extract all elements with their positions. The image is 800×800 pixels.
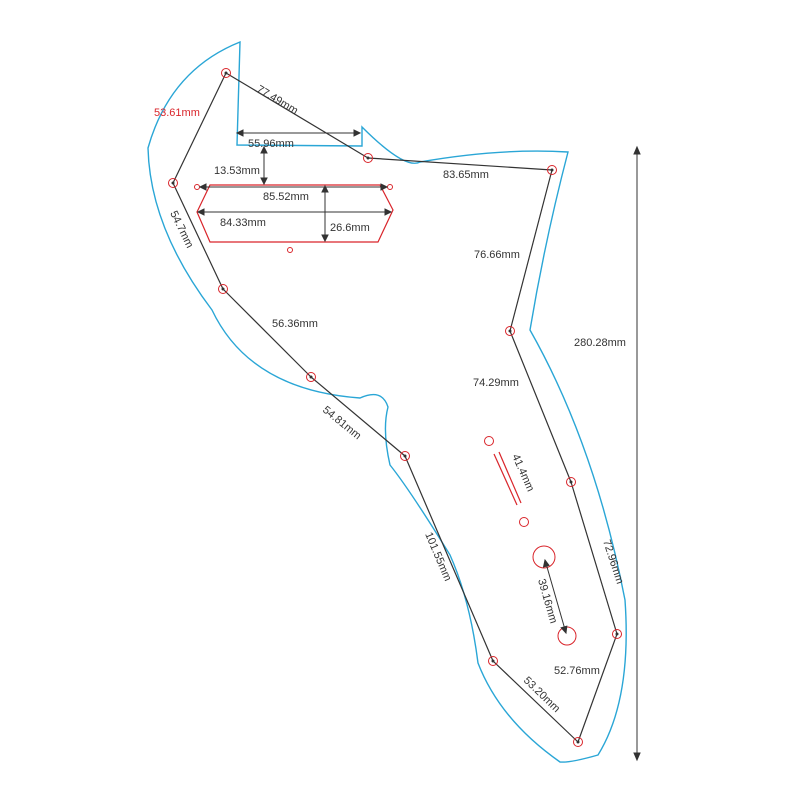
pickup-mount-hole (194, 184, 200, 190)
switch-slot (493, 451, 522, 506)
label-bottom-left: 53.20mm (521, 675, 562, 715)
arrowhead (380, 183, 389, 191)
switch-slot-edge (498, 451, 522, 504)
screw-hole (566, 477, 576, 487)
edge-line (222, 288, 312, 378)
label-right-mid: 74.29mm (473, 377, 519, 389)
edge-line (172, 72, 227, 184)
label-top-left-edge: 53.61mm (154, 107, 200, 119)
screw-hole (221, 68, 231, 78)
screw-hole (573, 737, 583, 747)
edge-line (172, 182, 224, 290)
arrowhead (542, 558, 550, 568)
switch-hole (484, 436, 494, 446)
switch-slot-edge (493, 453, 518, 506)
arrowhead (198, 183, 207, 191)
screw-hole (168, 178, 178, 188)
arrowhead (560, 625, 568, 635)
label-jack-spacing: 39.16mm (535, 578, 559, 625)
arrowhead (633, 145, 641, 155)
edge-line (509, 330, 572, 483)
edge-line (577, 633, 618, 743)
screw-hole (612, 629, 622, 639)
label-switch-slot: 41.4mm (509, 452, 536, 493)
label-bottom-right: 52.76mm (554, 665, 600, 677)
hole-marker (171, 181, 175, 185)
screw-hole (547, 165, 557, 175)
jack-spacing-arrow (544, 559, 567, 634)
arrowhead (321, 234, 329, 243)
measurement-labels: 53.61mm 77.49mm 55.96mm 13.53mm 85.52mm … (154, 83, 626, 715)
hole-marker (221, 287, 225, 291)
hole-marker (508, 329, 512, 333)
label-right-upper: 76.66mm (474, 249, 520, 261)
hole-marker (491, 659, 495, 663)
label-neck-width: 55.96mm (248, 138, 294, 150)
hole-marker (366, 156, 370, 160)
label-pickup-width: 84.33mm (220, 217, 266, 229)
arrowhead (321, 184, 329, 193)
pickguard-outline (147, 40, 627, 763)
label-top-edge: 77.49mm (254, 83, 299, 117)
screw-hole (306, 372, 316, 382)
label-pickup-top: 85.52mm (263, 191, 309, 203)
label-right-lower: 72.96mm (600, 538, 626, 585)
hole-marker (403, 454, 407, 458)
hole-marker (550, 168, 554, 172)
pickup-mount-hole (287, 247, 293, 253)
control-hole (557, 626, 577, 646)
edge-line (367, 157, 553, 171)
arrowhead (633, 752, 641, 762)
edge-line (310, 376, 406, 457)
screw-hole (400, 451, 410, 461)
arrowhead (196, 208, 205, 216)
screw-holes (168, 68, 622, 747)
edge-line (404, 455, 494, 662)
edge-line (492, 660, 579, 743)
label-pickup-height: 26.6mm (330, 222, 370, 234)
switch-hole (519, 517, 529, 527)
edge-lines (172, 72, 618, 743)
screw-hole (218, 284, 228, 294)
hole-marker (569, 480, 573, 484)
screw-hole (505, 326, 515, 336)
label-left-mid: 56.36mm (272, 318, 318, 330)
arrowhead (260, 145, 268, 154)
control-hole (532, 545, 556, 569)
hole-marker (615, 632, 619, 636)
arrowhead (235, 129, 244, 137)
hole-marker (309, 375, 313, 379)
dimension-arrows (196, 129, 641, 762)
pickup-mount-hole (387, 184, 393, 190)
label-left-lower: 54.81mm (320, 404, 363, 442)
arrowhead (384, 208, 393, 216)
hole-marker (224, 71, 228, 75)
arrowhead (353, 129, 362, 137)
screw-hole (488, 656, 498, 666)
label-neck-gap: 13.53mm (214, 165, 260, 177)
hole-marker (576, 740, 580, 744)
edge-line (570, 481, 618, 635)
edge-line (509, 169, 553, 332)
screw-hole (363, 153, 373, 163)
edge-line (225, 72, 369, 159)
label-upper-right: 83.65mm (443, 169, 489, 181)
arrowhead (260, 177, 268, 186)
label-total-height: 280.28mm (574, 337, 626, 349)
hole-markers (171, 71, 619, 744)
